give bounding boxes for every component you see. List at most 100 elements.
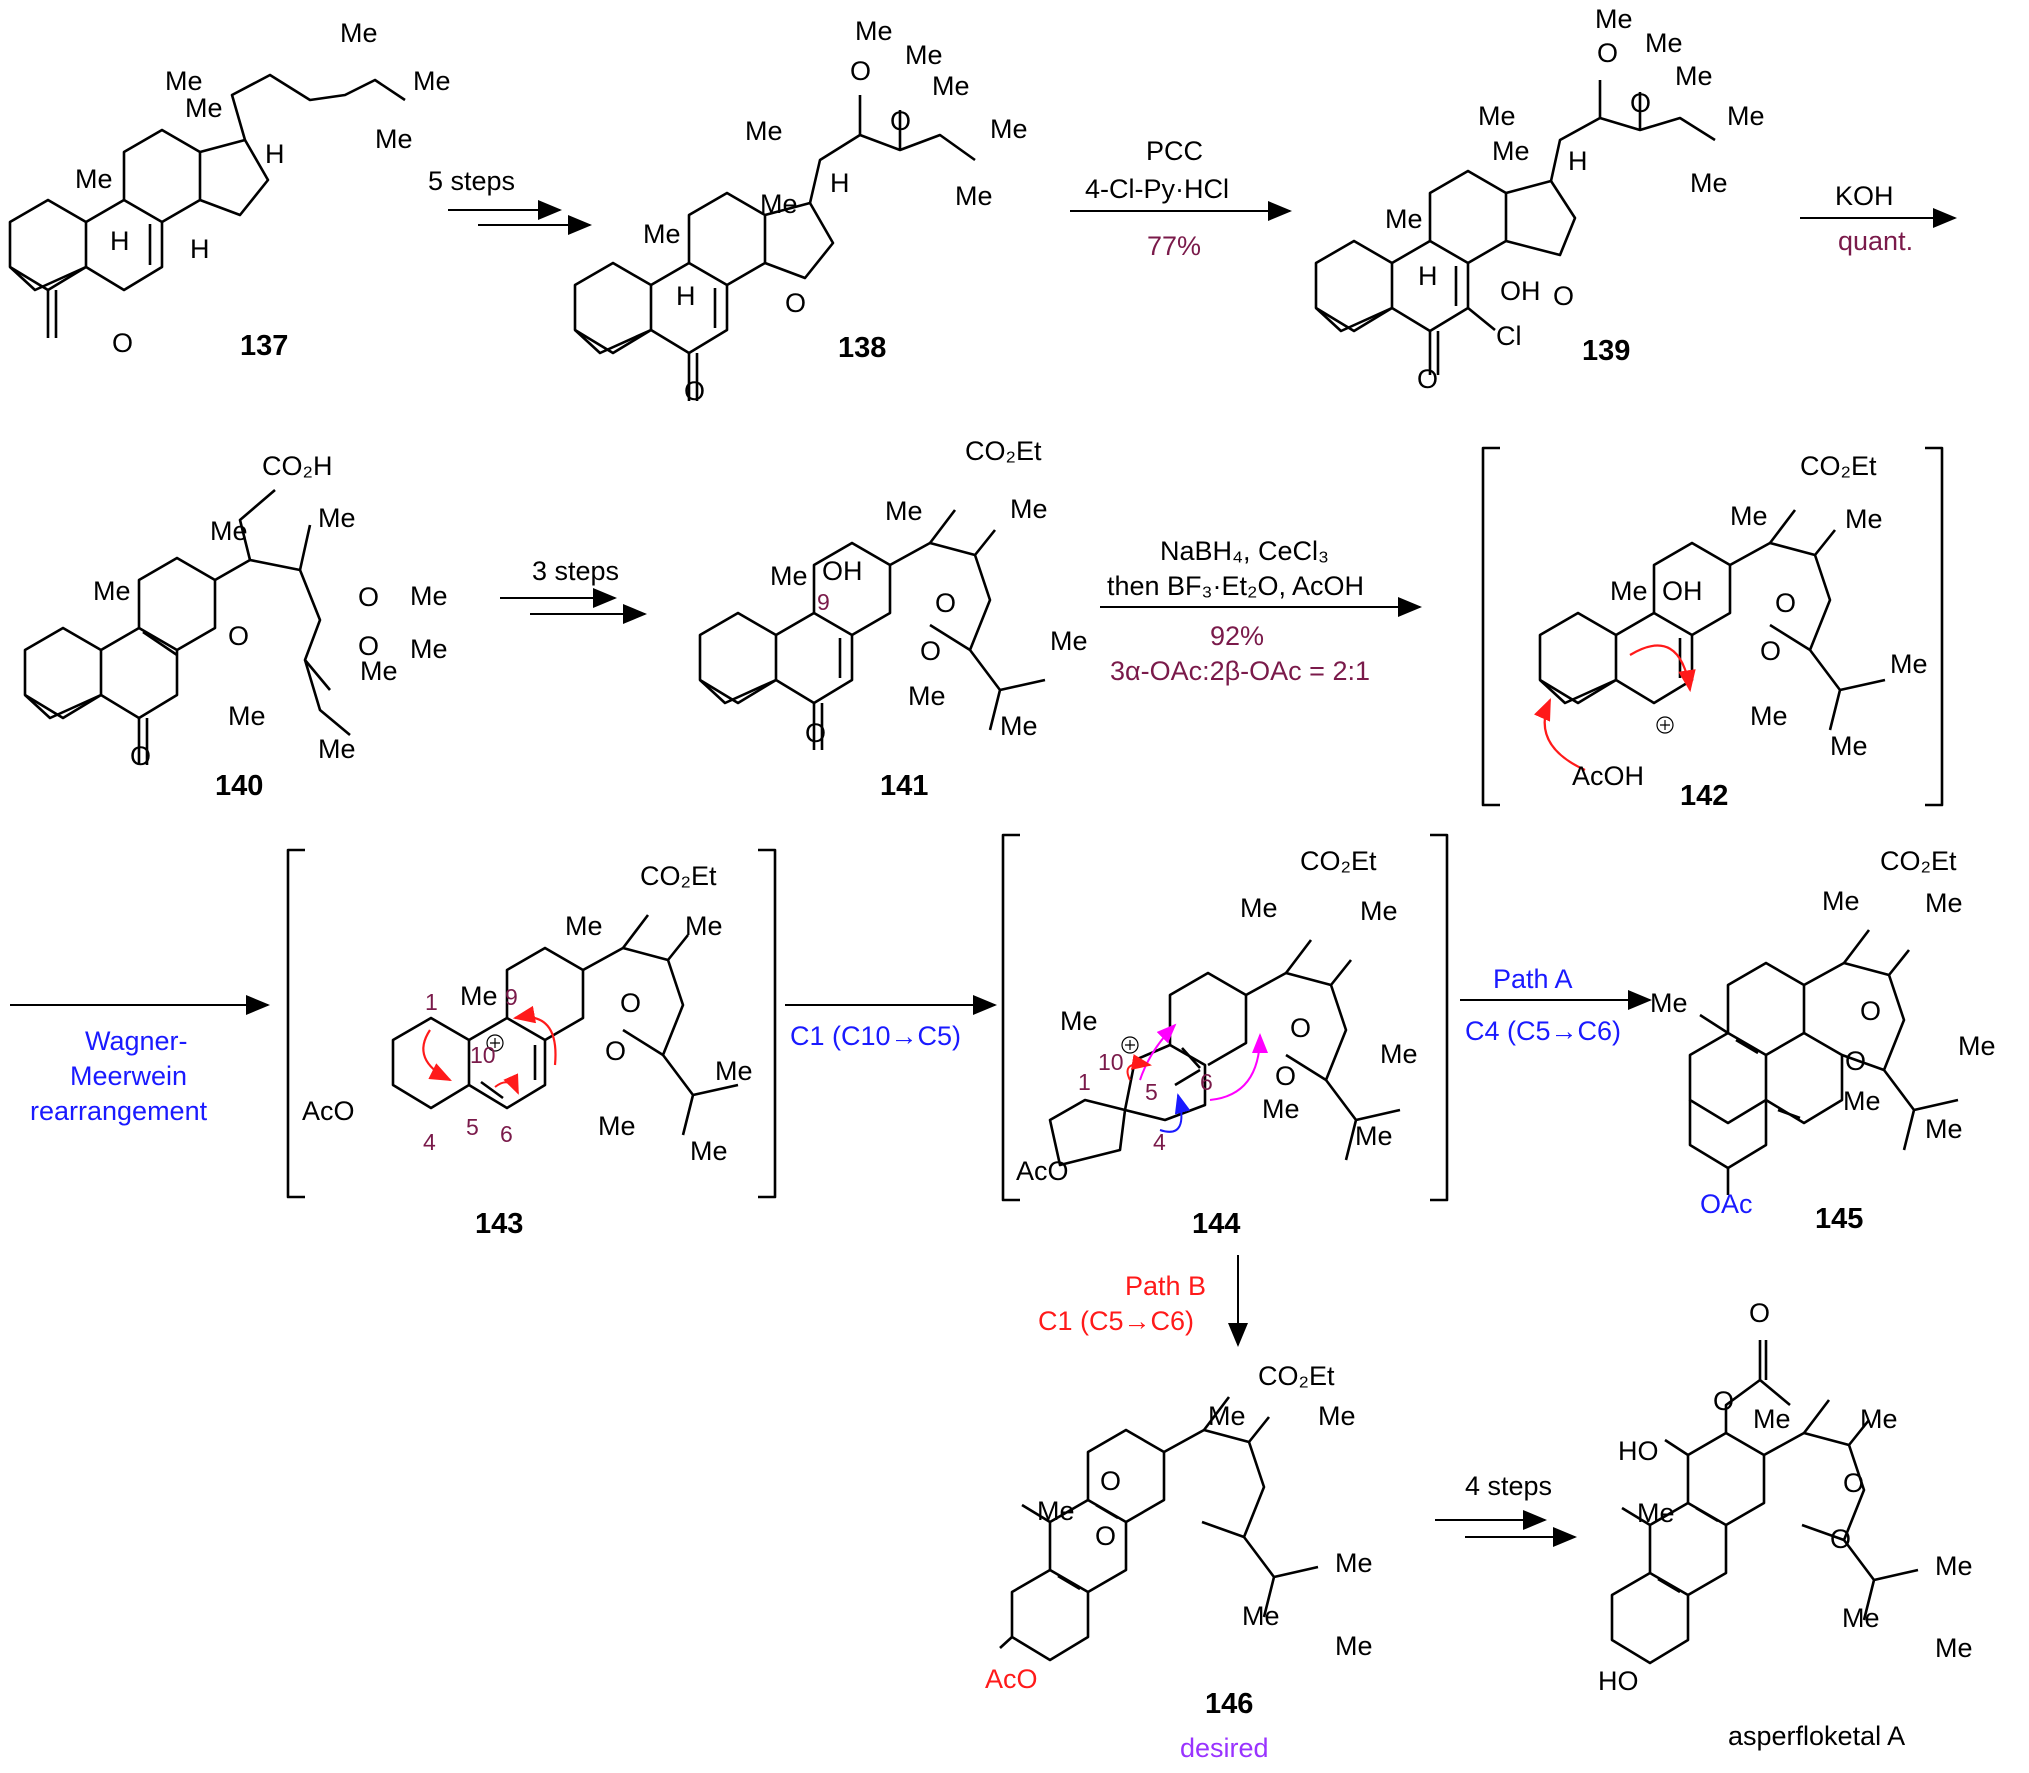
atom-me: Me — [1753, 1404, 1791, 1434]
atom-me: Me — [1637, 1498, 1675, 1528]
compound-139-structure — [1314, 80, 1716, 375]
atom-number-6: 6 — [1200, 1069, 1213, 1095]
atom-me: Me — [1318, 1401, 1356, 1431]
step-6-line-1: Wagner- — [85, 1026, 188, 1056]
atom-h: H — [830, 168, 850, 198]
atom-o: O — [130, 741, 151, 771]
atom-me: Me — [1335, 1548, 1373, 1578]
compound-label-140: 140 — [215, 770, 263, 802]
atom-me: Me — [413, 66, 451, 96]
step-6-line-3: rearrangement — [30, 1096, 208, 1126]
atom-o: O — [1417, 364, 1438, 394]
atom-aco: AcO — [985, 1664, 1038, 1694]
step-9-detail: C1 (C5→C6) — [1038, 1306, 1194, 1336]
atom-o: O — [1290, 1013, 1311, 1043]
atom-o: O — [935, 588, 956, 618]
compound-label-141: 141 — [880, 770, 928, 802]
atom-me: Me — [1492, 136, 1530, 166]
atom-me: Me — [885, 496, 923, 526]
bracket-left — [286, 848, 305, 1199]
atom-o: O — [1630, 88, 1651, 118]
atom-me: Me — [185, 93, 223, 123]
atom-ho: HO — [1598, 1666, 1639, 1696]
step-9-path: Path B — [1125, 1271, 1206, 1301]
compound-140-structure — [23, 489, 351, 765]
atom-number-10: 10 — [470, 1042, 496, 1068]
atom-oh: OH — [1662, 576, 1703, 606]
atom-me: Me — [165, 66, 203, 96]
atom-me: Me — [690, 1136, 728, 1166]
atom-o: O — [358, 582, 379, 612]
compound-137-structure — [8, 73, 406, 338]
step-5-reagent-1: NaBH₄, CeCl₃ — [1160, 536, 1329, 566]
atom-number-4: 4 — [1153, 1129, 1166, 1155]
atom-o: O — [1830, 1524, 1851, 1554]
atom-me: Me — [760, 189, 798, 219]
atom-me: Me — [1060, 1006, 1098, 1036]
atom-me: Me — [855, 16, 893, 46]
atom-o: O — [1275, 1061, 1296, 1091]
atom-me: Me — [1730, 501, 1768, 531]
atom-aco: AcO — [302, 1096, 355, 1126]
step-2-reagent-2: 4-Cl-Py·HCl — [1085, 174, 1229, 204]
atom-me: Me — [990, 114, 1028, 144]
atom-me: Me — [1262, 1094, 1300, 1124]
atom-me: Me — [318, 734, 356, 764]
compound-146-structure — [999, 1396, 1319, 1662]
atom-me: Me — [228, 701, 266, 731]
atom-co2et: CO₂Et — [1300, 846, 1377, 876]
atom-oh: OH — [1500, 276, 1541, 306]
atom-oh: OH — [822, 556, 863, 586]
atom-me: Me — [955, 181, 993, 211]
atom-h: H — [676, 281, 696, 311]
atom-me: Me — [1830, 731, 1868, 761]
atom-o: O — [1775, 588, 1796, 618]
atom-me: Me — [745, 116, 783, 146]
atom-o: O — [112, 328, 133, 358]
atom-me: Me — [1843, 1086, 1881, 1116]
compound-label-137: 137 — [240, 330, 288, 362]
atom-me: Me — [210, 516, 248, 546]
atom-me: Me — [1650, 988, 1688, 1018]
atom-me: Me — [598, 1111, 636, 1141]
atom-o: O — [890, 106, 911, 136]
atom-me: Me — [75, 164, 113, 194]
atom-number-10: 10 — [1098, 1049, 1124, 1075]
atom-h: H — [110, 226, 130, 256]
atom-me: Me — [770, 561, 808, 591]
compound-138-structure — [573, 95, 976, 401]
compound-label-138: 138 — [838, 332, 886, 364]
atom-me: Me — [643, 219, 681, 249]
atom-o: O — [920, 636, 941, 666]
bracket-right — [1430, 833, 1449, 1202]
atom-co2et: CO₂Et — [640, 861, 717, 891]
step-3-reagent: KOH — [1835, 181, 1894, 211]
atom-me: Me — [1845, 504, 1883, 534]
atom-me: Me — [1925, 888, 1963, 918]
atom-me: Me — [1958, 1031, 1996, 1061]
atom-me: Me — [318, 503, 356, 533]
step-1-label: 5 steps — [428, 166, 515, 196]
atom-o: O — [605, 1036, 626, 1066]
atom-o: O — [1597, 38, 1618, 68]
atom-h: H — [265, 139, 285, 169]
compound-141-structure — [698, 509, 1046, 750]
compound-label-144: 144 — [1192, 1208, 1240, 1240]
step-2-reagent-1: PCC — [1146, 136, 1203, 166]
asperfloketal-a-structure — [1610, 1340, 1919, 1665]
step-7-label: C1 (C10→C5) — [790, 1021, 961, 1051]
atom-me: Me — [1860, 1404, 1898, 1434]
atom-me: Me — [1595, 4, 1633, 34]
step-8-path: Path A — [1493, 964, 1573, 994]
atom-co2et: CO₂Et — [1880, 846, 1957, 876]
atom-me: Me — [360, 656, 398, 686]
atom-o: O — [1860, 996, 1881, 1026]
atom-co2h: CO₂H — [262, 451, 332, 481]
atom-me: Me — [715, 1056, 753, 1086]
atom-me: Me — [375, 124, 413, 154]
atom-o: O — [850, 56, 871, 86]
atom-o: O — [1760, 636, 1781, 666]
atom-h: H — [190, 234, 210, 264]
compound-label-143: 143 — [475, 1208, 523, 1240]
